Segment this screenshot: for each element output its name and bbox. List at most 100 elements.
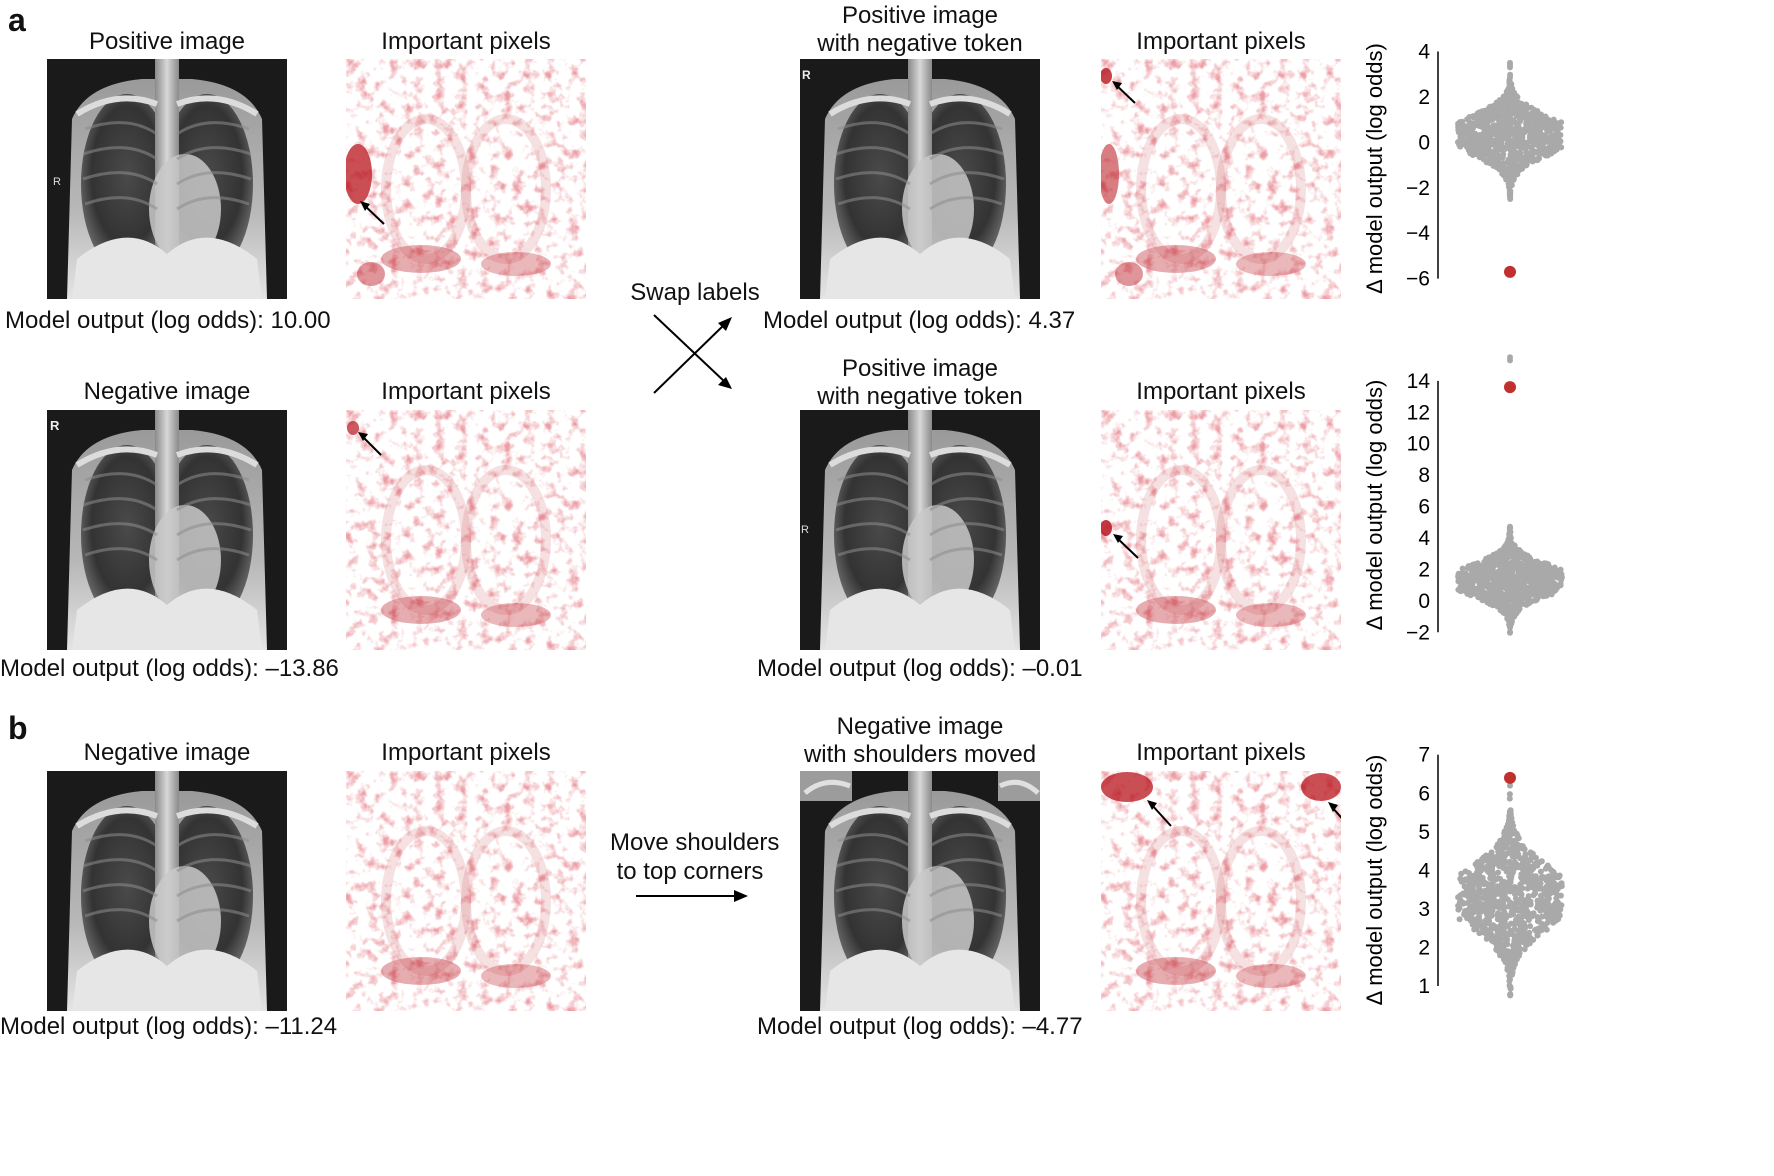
swarm-point: [1513, 170, 1519, 177]
swarm-point: [1511, 854, 1518, 861]
swarm-point: [1544, 123, 1551, 130]
y-tick-label: 14: [1407, 370, 1431, 393]
swarm-point: [1460, 122, 1467, 129]
swarm-point: [1507, 97, 1514, 104]
swarm-point: [1536, 885, 1543, 892]
swarm-point: [1537, 892, 1544, 899]
swarm-point: [1475, 900, 1482, 906]
swarm-point: [1458, 870, 1465, 877]
swarm-point: [1544, 873, 1551, 880]
swarm-point: [1507, 860, 1514, 867]
xray-positive-negative-token: R: [800, 59, 1040, 299]
y-tick-label: 5: [1418, 821, 1430, 844]
swarm-point: [1515, 927, 1522, 934]
swarm-point: [1508, 604, 1515, 611]
swarm-point: [1499, 154, 1506, 161]
a1-modified-title-line2: with negative token: [817, 30, 1023, 57]
beeswarm-svg: 420−2−4−6Δ model output (log odds): [1362, 41, 1565, 294]
a2-original-output: Model output (log odds): –13.86: [0, 655, 339, 682]
swarm-point: [1527, 923, 1534, 930]
swarm-point: [1525, 127, 1532, 134]
swarm-point: [1530, 936, 1537, 943]
swarm-point: [1456, 141, 1463, 148]
y-tick-label: 0: [1418, 131, 1430, 154]
swarm-point: [1545, 864, 1552, 871]
swarm-point: [1532, 873, 1539, 880]
y-tick-label: −2: [1406, 621, 1430, 644]
swarm-point: [1524, 898, 1531, 905]
swarm-point: [1519, 134, 1526, 141]
swarm-point: [1497, 938, 1504, 945]
swarm-point: [1525, 120, 1532, 127]
swarm-point: [1489, 937, 1496, 944]
swarm-point: [1503, 895, 1510, 902]
swarm-points: [1455, 59, 1565, 202]
swarm-point: [1493, 946, 1500, 953]
swarm-point: [1537, 868, 1544, 875]
swarm-point: [1473, 113, 1480, 120]
swarm-point: [1491, 126, 1498, 133]
swarm-point: [1468, 134, 1475, 141]
heatmap-negative-positive-token: [1101, 410, 1341, 650]
panel-letter-b: b: [8, 710, 28, 746]
swarm-point: [1509, 105, 1516, 112]
swarm-point: [1516, 141, 1523, 147]
swarm-point: [1490, 859, 1497, 866]
swarm-point: [1495, 913, 1502, 920]
heatmap-negative-image-b: [346, 771, 586, 1011]
swarm-point: [1509, 953, 1516, 960]
swarm-point: [1455, 906, 1462, 913]
swarm-point: [1458, 878, 1465, 885]
swarm-point: [1547, 878, 1554, 885]
swarm-point: [1467, 907, 1473, 913]
swarm-point: [1538, 874, 1545, 881]
swarm-point: [1537, 560, 1544, 567]
swarm-point: [1470, 122, 1477, 128]
swarm-point: [1480, 156, 1487, 163]
swarm-point: [1473, 879, 1480, 886]
swarm-point: [1515, 842, 1522, 849]
swarm-point: [1480, 854, 1487, 861]
swarm-point: [1517, 939, 1524, 946]
b-modified-title-line2: with shoulders moved: [803, 741, 1037, 768]
swarm-point: [1503, 606, 1510, 613]
swarm-point: [1506, 561, 1513, 568]
swarm-point: [1526, 600, 1533, 607]
swarm-point: [1530, 567, 1537, 574]
swarm-point: [1529, 863, 1536, 870]
swarm-point: [1526, 929, 1533, 936]
swarm-point: [1492, 901, 1499, 908]
swarm-point: [1492, 104, 1498, 111]
swarm-point: [1479, 925, 1486, 932]
swarm-point: [1455, 120, 1462, 127]
swarm-point: [1523, 111, 1530, 118]
swarm-point: [1539, 913, 1546, 920]
swarm-point: [1515, 850, 1521, 857]
swarm-point: [1486, 155, 1493, 162]
swarm-point: [1517, 587, 1523, 594]
swarm-point: [1513, 933, 1520, 940]
swarm-point: [1479, 583, 1486, 590]
b-modified-output: Model output (log odds): –4.77: [757, 1013, 1083, 1040]
swarm-point: [1508, 873, 1515, 880]
swarm-point: [1505, 89, 1512, 96]
swarm-point: [1460, 585, 1467, 592]
swarm-point: [1512, 900, 1519, 907]
swarm-point: [1518, 569, 1525, 576]
swarm-point: [1556, 901, 1562, 907]
swarm-point: [1548, 585, 1555, 592]
swarm-point: [1500, 123, 1507, 130]
swarm-point: [1475, 118, 1482, 125]
swarm-point: [1513, 111, 1520, 118]
swarm-point: [1507, 138, 1514, 145]
swarm-point: [1511, 837, 1518, 844]
a1-original-title: Positive image: [88, 28, 246, 55]
swarm-point: [1511, 553, 1518, 560]
swarm-point: [1506, 982, 1513, 989]
swarm-point: [1521, 161, 1528, 168]
y-tick-label: 4: [1418, 527, 1430, 550]
swarm-point: [1479, 108, 1486, 115]
swarm-point: [1538, 858, 1545, 865]
swarm-point: [1455, 894, 1462, 901]
swarm-point: [1500, 900, 1507, 907]
